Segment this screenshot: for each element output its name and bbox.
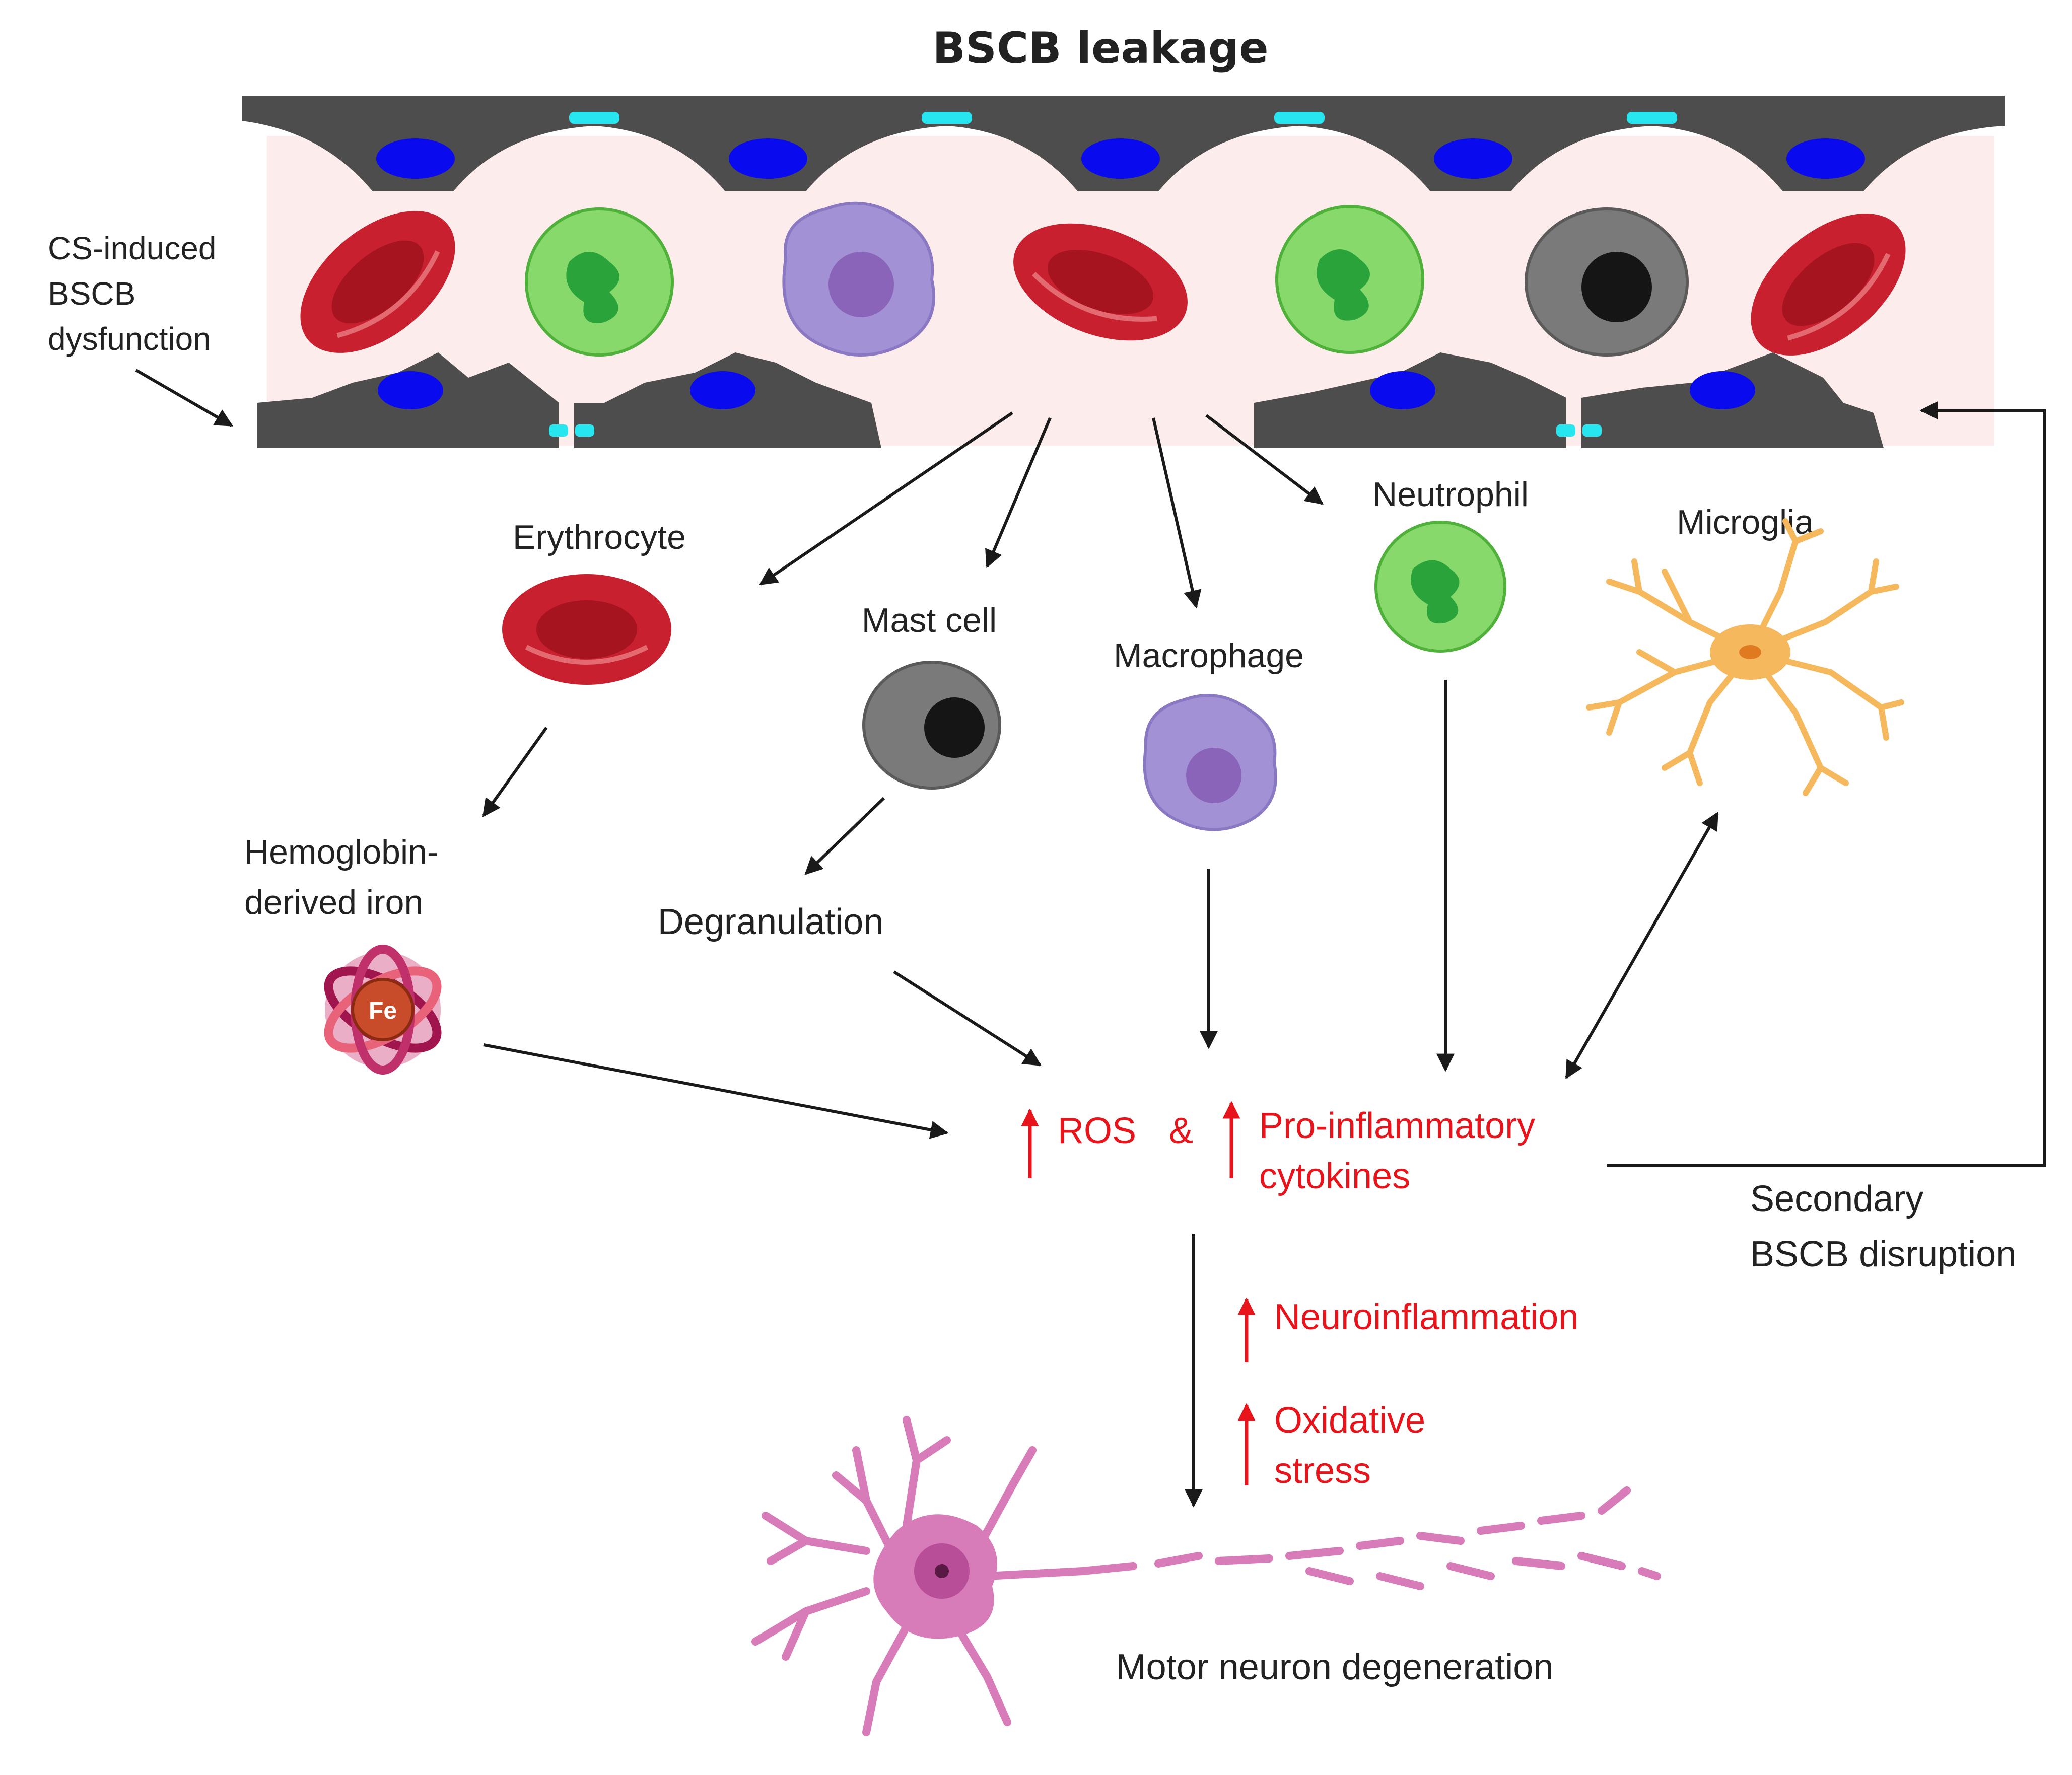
motor-neuron-label: Motor neuron degeneration: [1116, 1647, 1554, 1687]
cs-induced-label: CS-induced BSCB dysfunction: [48, 230, 225, 357]
microglia-cell: [1586, 518, 1904, 796]
iron-symbol: Fe: [369, 998, 397, 1024]
tight-junction: [922, 112, 972, 124]
nucleus: [1786, 138, 1865, 179]
nucleus: [1690, 371, 1755, 409]
iron-label: Hemoglobin- derived iron: [244, 833, 448, 921]
nucleus: [376, 138, 455, 179]
nucleus: [1081, 138, 1160, 179]
nucleus: [690, 371, 755, 409]
arrow-to-erythrocyte: [759, 411, 1013, 586]
erythrocyte-label: Erythrocyte: [513, 518, 686, 556]
mast-cell: [862, 661, 1001, 790]
tight-junction: [575, 424, 594, 437]
neutrophil-cell: [1374, 521, 1506, 653]
erythrocyte-cell: [300, 211, 455, 353]
cs-induced-arrow: [135, 369, 234, 427]
secondary-label: Secondary BSCB disruption: [1750, 1179, 2016, 1274]
neutrophil-label: Neutrophil: [1372, 475, 1529, 514]
nucleus: [1370, 371, 1435, 409]
arrow-microglia-cytokines: [1565, 811, 1719, 1080]
top-endothelium: [242, 96, 2005, 191]
arrow-to-macrophage: [1152, 417, 1202, 609]
neutrophil-cell: [1275, 205, 1424, 354]
nucleus: [729, 138, 807, 179]
arrow-to-neutrophil: [1205, 414, 1324, 505]
macrophage-cell: [1143, 694, 1277, 831]
mast-cell: [1525, 207, 1689, 357]
hemoglobin-iron-icon: Fe: [324, 945, 442, 1075]
nucleus: [1434, 138, 1512, 179]
erythrocyte-cell: [1013, 223, 1188, 341]
ros-label: ROS: [1058, 1111, 1136, 1151]
secondary-disruption-arrow: [1607, 401, 2046, 1167]
arrow-mast-to-degranulation: [804, 797, 885, 875]
diagram-title: BSCB leakage: [932, 23, 1268, 74]
nucleus: [378, 371, 443, 409]
neuroinflammation-label: Neuroinflammation: [1274, 1297, 1578, 1337]
tight-junction: [1274, 112, 1325, 124]
neutrophil-cell: [525, 207, 674, 357]
ampersand-label: &: [1169, 1111, 1193, 1151]
arrow-iron-to-ros: [483, 1043, 949, 1139]
erythrocyte-cell: [502, 574, 671, 685]
tight-junction: [1582, 424, 1602, 437]
bottom-endothelium: [257, 352, 1884, 448]
tight-junction: [1556, 424, 1575, 437]
oxidative-label: Oxidative stress: [1274, 1400, 1435, 1491]
macrophage-cell: [782, 201, 935, 357]
tight-junction: [569, 112, 619, 124]
arrow-erythrocyte-to-iron: [482, 727, 548, 817]
motor-neuron: [751, 1416, 1661, 1736]
tight-junction: [549, 424, 568, 437]
arrow-to-mast-cell: [985, 417, 1052, 569]
vessel-cells: [300, 201, 1906, 357]
erythrocyte-cell: [1751, 214, 1906, 356]
mast-cell-label: Mast cell: [862, 601, 997, 640]
macrophage-label: Macrophage: [1114, 636, 1304, 675]
tight-junction: [1627, 112, 1677, 124]
degranulation-label: Degranulation: [658, 902, 883, 942]
arrow-degranulation-to-ros: [893, 970, 1042, 1067]
cytokines-label: Pro-inflammatory cytokines: [1259, 1106, 1545, 1196]
